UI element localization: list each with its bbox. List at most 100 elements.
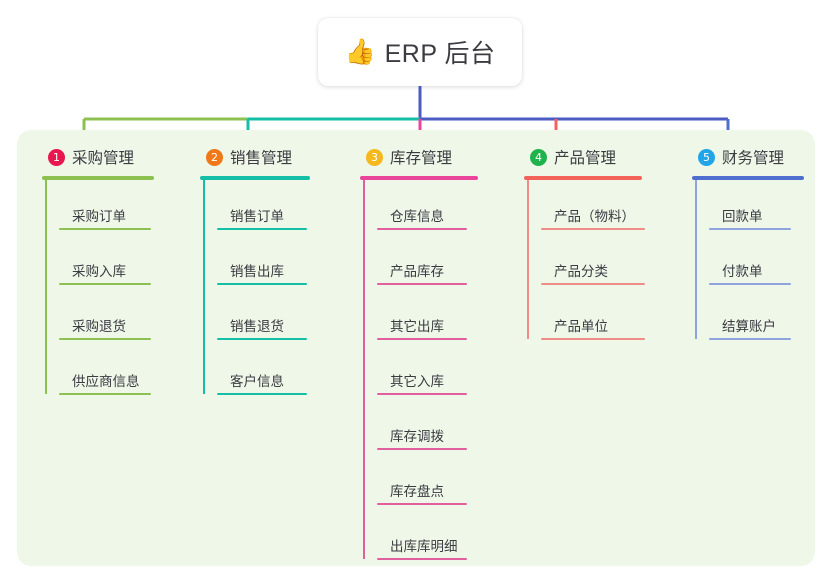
column-title: 财务管理 (722, 150, 785, 167)
column-rule (524, 176, 642, 180)
column-1: 1 采购管理采购订单采购入库采购退货供应商信息 (42, 145, 154, 400)
column-4: 4 产品管理产品（物料） 产品分类产品单位 (524, 145, 645, 345)
leaf-item[interactable]: 库存调拨 (374, 400, 478, 455)
column-header-2[interactable]: 2 销售管理 (200, 145, 310, 169)
column-number-badge: 5 (698, 148, 715, 166)
column-header-4[interactable]: 4 产品管理 (524, 145, 642, 169)
column-items: 销售订单销售出库销售退货客户信息 (200, 180, 310, 400)
column-items: 采购订单采购入库采购退货供应商信息 (42, 180, 154, 400)
column-2: 2 销售管理销售订单销售出库销售退货客户信息 (200, 145, 310, 400)
item-spine (363, 180, 365, 559)
column-rule (200, 176, 310, 180)
leaf-item[interactable]: 出库库明细 (374, 510, 478, 565)
column-number-badge: 3 (366, 148, 383, 166)
column-rule (692, 176, 804, 180)
leaf-item[interactable]: 产品库存 (374, 235, 478, 290)
leaf-rule (217, 393, 307, 395)
leaf-label: 采购退货 (72, 319, 126, 334)
leaf-rule (59, 338, 151, 340)
column-items: 产品（物料） 产品分类产品单位 (524, 180, 645, 345)
leaf-item[interactable]: 回款单 (706, 180, 804, 235)
leaf-rule (59, 283, 151, 285)
leaf-label: 付款单 (722, 264, 763, 279)
leaf-rule (377, 393, 467, 395)
column-5: 5 财务管理回款单付款单结算账户 (692, 145, 804, 345)
leaf-label: 供应商信息 (72, 374, 140, 389)
leaf-item[interactable]: 销售退货 (214, 290, 310, 345)
column-rule (42, 176, 154, 180)
leaf-item[interactable]: 其它出库 (374, 290, 478, 345)
leaf-item[interactable]: 库存盘点 (374, 455, 478, 510)
column-title: 库存管理 (390, 150, 453, 167)
leaf-item[interactable]: 采购退货 (56, 290, 154, 345)
leaf-label: 客户信息 (230, 374, 284, 389)
leaf-item[interactable]: 其它入库 (374, 345, 478, 400)
leaf-item[interactable]: 客户信息 (214, 345, 310, 400)
leaf-item[interactable]: 仓库信息 (374, 180, 478, 235)
column-items: 回款单付款单结算账户 (692, 180, 804, 345)
leaf-label: 产品（物料） (554, 209, 635, 224)
leaf-label: 其它出库 (390, 319, 444, 334)
leaf-item[interactable]: 产品（物料） (538, 180, 645, 235)
column-header-5[interactable]: 5 财务管理 (692, 145, 804, 169)
column-title: 销售管理 (230, 150, 293, 167)
leaf-item[interactable]: 供应商信息 (56, 345, 154, 400)
leaf-item[interactable]: 结算账户 (706, 290, 804, 345)
column-number-badge: 1 (48, 148, 65, 166)
item-spine (695, 180, 697, 339)
leaf-rule (377, 338, 467, 340)
column-rule (360, 176, 478, 180)
column-3: 3 库存管理仓库信息产品库存其它出库其它入库库存调拨库存盘点出库库明细 (360, 145, 478, 565)
leaf-item[interactable]: 销售订单 (214, 180, 310, 235)
leaf-rule (377, 558, 467, 560)
leaf-label: 产品分类 (554, 264, 608, 279)
column-header-3[interactable]: 3 库存管理 (360, 145, 478, 169)
leaf-rule (377, 503, 467, 505)
leaf-label: 其它入库 (390, 374, 444, 389)
leaf-rule (377, 283, 467, 285)
leaf-rule (217, 338, 307, 340)
leaf-item[interactable]: 产品分类 (538, 235, 645, 290)
leaf-item[interactable]: 采购入库 (56, 235, 154, 290)
leaf-label: 产品单位 (554, 319, 608, 334)
leaf-label: 出库库明细 (390, 539, 458, 554)
leaf-item[interactable]: 采购订单 (56, 180, 154, 235)
root-title: ERP 后台 (384, 40, 496, 68)
leaf-rule (709, 338, 791, 340)
leaf-rule (541, 228, 645, 230)
item-spine (45, 180, 47, 394)
leaf-rule (217, 228, 307, 230)
leaf-label: 销售订单 (230, 209, 284, 224)
leaf-label: 销售出库 (230, 264, 284, 279)
leaf-rule (59, 228, 151, 230)
root-node[interactable]: 👍 ERP 后台 (318, 18, 522, 86)
leaf-item[interactable]: 产品单位 (538, 290, 645, 345)
leaf-rule (541, 338, 645, 340)
column-header-1[interactable]: 1 采购管理 (42, 145, 154, 169)
column-title: 产品管理 (554, 150, 617, 167)
column-number-badge: 4 (530, 148, 547, 166)
item-spine (527, 180, 529, 339)
column-number-badge: 2 (206, 148, 223, 166)
leaf-label: 采购订单 (72, 209, 126, 224)
leaf-label: 结算账户 (722, 319, 776, 334)
leaf-rule (377, 228, 467, 230)
leaf-label: 采购入库 (72, 264, 126, 279)
leaf-label: 回款单 (722, 209, 763, 224)
leaf-label: 库存调拨 (390, 429, 444, 444)
leaf-label: 库存盘点 (390, 484, 444, 499)
column-title: 采购管理 (72, 150, 135, 167)
leaf-label: 仓库信息 (390, 209, 444, 224)
leaf-item[interactable]: 付款单 (706, 235, 804, 290)
leaf-label: 产品库存 (390, 264, 444, 279)
leaf-rule (709, 228, 791, 230)
leaf-item[interactable]: 销售出库 (214, 235, 310, 290)
column-items: 仓库信息产品库存其它出库其它入库库存调拨库存盘点出库库明细 (360, 180, 478, 565)
item-spine (203, 180, 205, 394)
leaf-rule (377, 448, 467, 450)
thumbs-up-icon: 👍 (344, 37, 376, 66)
leaf-rule (541, 283, 645, 285)
leaf-rule (709, 283, 791, 285)
leaf-rule (59, 393, 151, 395)
